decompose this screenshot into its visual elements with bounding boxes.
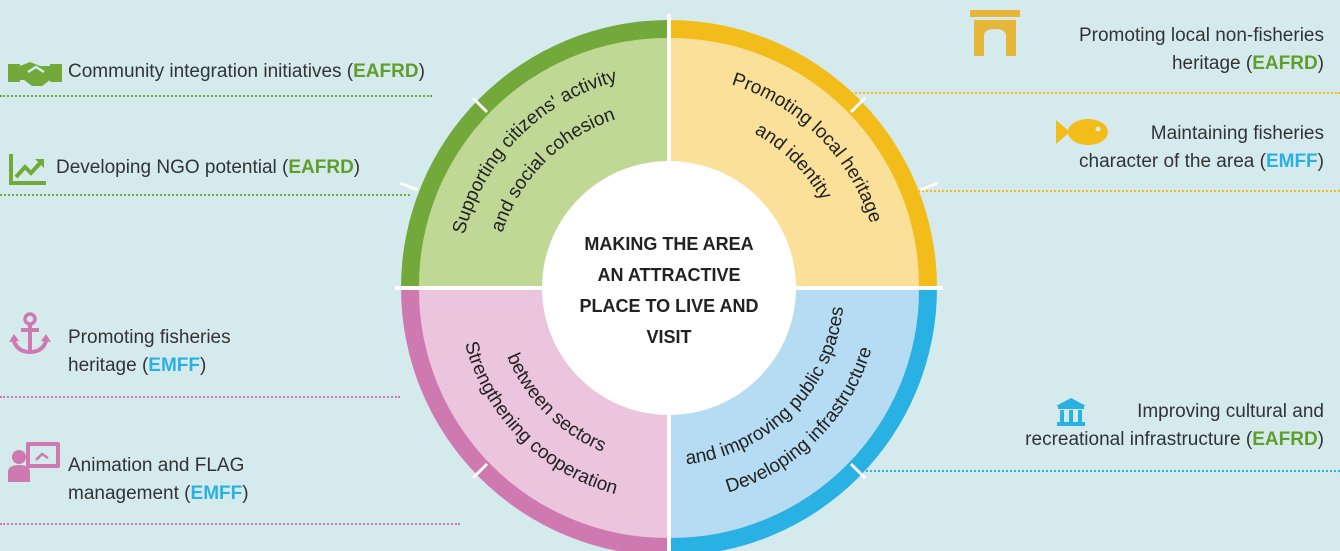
connector-line-non-fisheries	[848, 92, 1340, 94]
arch-icon	[970, 10, 1020, 56]
svg-text:MAKING THE AREA: MAKING THE AREA	[584, 234, 753, 254]
trend-chart-icon	[9, 154, 46, 185]
svg-text:VISIT: VISIT	[646, 327, 691, 347]
center-circle	[542, 161, 796, 415]
svg-text:AN ATTRACTIVE: AN ATTRACTIVE	[598, 265, 741, 285]
fund-badge: EAFRD	[353, 61, 419, 82]
center-title: MAKING THE AREA AN ATTRACTIVE PLACE TO L…	[579, 234, 758, 347]
connector-line-fisheries-heritage	[0, 396, 400, 398]
ring-ticks	[399, 96, 939, 480]
fund-badge: EMFF	[148, 355, 200, 376]
museum-icon	[1056, 398, 1086, 426]
connector-line-cultural	[855, 470, 1340, 472]
connector-line-animation	[0, 523, 460, 525]
item-ngo-potential: Developing NGO potential (EAFRD)	[56, 157, 361, 178]
item-community-integration: Community integration initiatives (EAFRD…	[68, 61, 425, 82]
item-non-fisheries-heritage: Promoting local non-fisheries heritage (…	[1078, 25, 1324, 74]
fund-badge: EAFRD	[1252, 429, 1318, 450]
item-cultural-infrastructure: Improving cultural and recreational infr…	[1025, 401, 1324, 450]
svg-text:PLACE TO LIVE AND: PLACE TO LIVE AND	[579, 296, 758, 316]
fish-icon	[1056, 119, 1108, 145]
presenter-icon	[8, 442, 60, 482]
item-animation-flag: Animation and FLAG management (EMFF)	[68, 455, 249, 504]
fund-badge: EAFRD	[1252, 53, 1318, 74]
item-fisheries-heritage: Promoting fisheries heritage (EMFF)	[68, 327, 231, 376]
connector-line-community	[0, 95, 432, 97]
item-fisheries-character: Maintaining fisheries character of the a…	[1079, 123, 1324, 172]
anchor-icon	[9, 312, 51, 355]
connector-line-ngo	[0, 194, 410, 196]
handshake-icon	[8, 62, 62, 86]
connector-line-fisheries-character	[898, 190, 1340, 192]
fund-badge: EAFRD	[288, 157, 354, 178]
fund-badge: EMFF	[1265, 151, 1318, 172]
fund-badge: EMFF	[190, 483, 243, 504]
